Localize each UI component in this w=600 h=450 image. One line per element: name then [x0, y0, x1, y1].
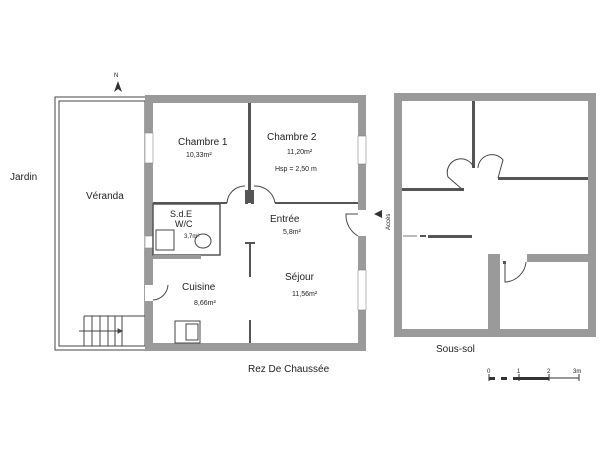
scale-bar: 0 1 2 3m: [487, 369, 581, 381]
room-wc-label: W/C: [175, 219, 193, 229]
garden-label: Jardin: [10, 172, 37, 183]
basement-title: Sous-sol: [436, 344, 475, 355]
room-sde-label: S.d.E: [170, 209, 192, 219]
veranda: Véranda: [54, 96, 148, 351]
scale-tick-0: 0: [487, 369, 491, 375]
room-cuisine-area: 8,66m²: [194, 300, 216, 307]
basement: Sous-sol: [394, 93, 596, 355]
stairs: [79, 315, 145, 346]
room-cuisine-label: Cuisine: [182, 282, 216, 293]
room-chambre-1-area: 10,33m²: [186, 152, 212, 159]
ground-floor-title: Rez De Chaussée: [248, 364, 330, 375]
room-chambre-2-area: 11,20m²: [287, 149, 313, 156]
room-chambre-1-label: Chambre 1: [178, 137, 228, 148]
room-sejour-area: 11,56m²: [292, 291, 318, 298]
access-arrow-icon: [374, 210, 382, 218]
veranda-label: Véranda: [86, 191, 124, 202]
scale-tick-1: 1: [517, 369, 521, 375]
room-sde-area: 3,7m²: [184, 234, 199, 240]
room-entree-area: 5,8m²: [283, 229, 302, 236]
room-entree-label: Entrée: [270, 214, 300, 225]
north-arrow-icon: [114, 81, 122, 92]
ceiling-height-note: Hsp = 2,50 m: [275, 166, 317, 173]
scale-tick-2: 2: [547, 369, 551, 375]
room-sejour-label: Séjour: [285, 272, 315, 283]
room-chambre-2-label: Chambre 2: [267, 132, 317, 143]
scale-tick-3: 3m: [573, 369, 581, 375]
ground-floor: Chambre 1 10,33m² Chambre 2 11,20m² Hsp …: [144, 95, 392, 375]
access-label: Accès: [386, 214, 392, 230]
north-label: N: [114, 73, 118, 79]
